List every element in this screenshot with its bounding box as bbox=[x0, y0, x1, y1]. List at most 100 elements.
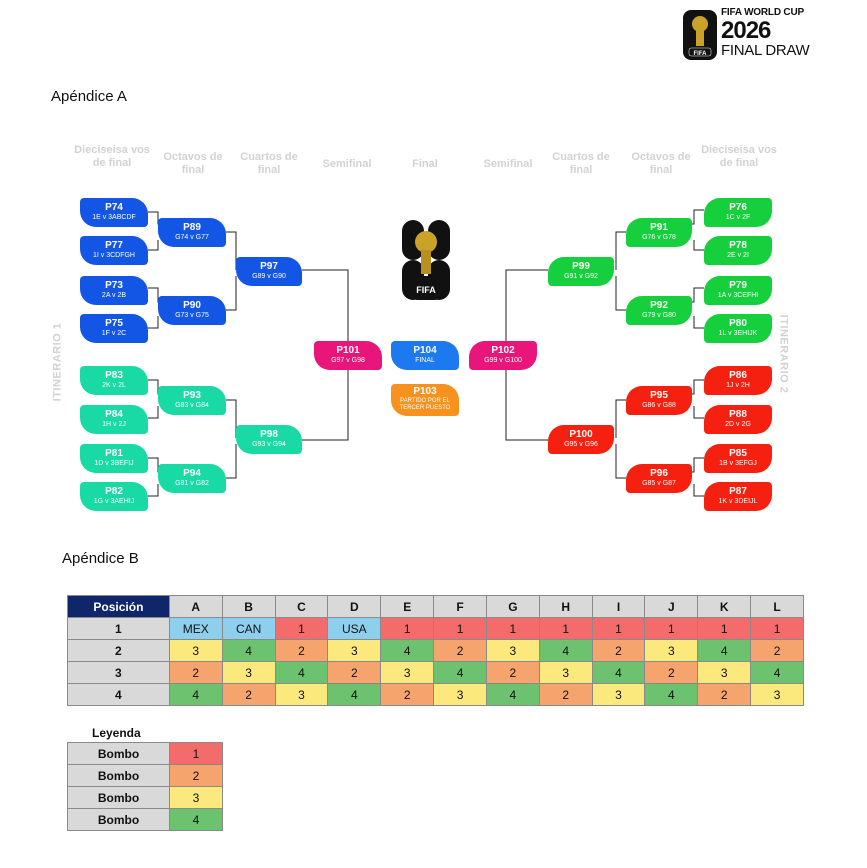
table-cell: 2 bbox=[538, 683, 593, 706]
table-cell: 2 bbox=[591, 639, 646, 662]
appendix-a-title: Apéndice A bbox=[51, 88, 127, 105]
col-head-r16-left: Octavos de final bbox=[163, 151, 223, 176]
table-cell: 1 bbox=[538, 617, 593, 640]
table-cell: 3 bbox=[591, 683, 646, 706]
group-header-l: L bbox=[750, 595, 804, 618]
position-header: Posición bbox=[67, 595, 170, 618]
table-cell: 4 bbox=[380, 639, 435, 662]
legend-label: Bombo bbox=[67, 808, 170, 831]
table-cell: 2 bbox=[750, 639, 804, 662]
table-cell: 1 bbox=[697, 617, 752, 640]
table-cell: 1 bbox=[485, 617, 540, 640]
appendix-b-title: Apéndice B bbox=[62, 550, 139, 567]
table-cell: 4 bbox=[750, 661, 804, 684]
group-header-a: A bbox=[168, 595, 223, 618]
group-header-f: F bbox=[433, 595, 487, 618]
group-header-k: K bbox=[697, 595, 752, 618]
col-head-r32-left: Dieciseisa vos de final bbox=[74, 144, 150, 169]
table-cell: 4 bbox=[697, 639, 752, 662]
table-cell: 3 bbox=[380, 661, 435, 684]
table-cell: 3 bbox=[485, 639, 540, 662]
col-head-final: Final bbox=[412, 158, 438, 170]
col-head-sf-left: Semifinal bbox=[322, 158, 372, 170]
table-cell: 4 bbox=[485, 683, 540, 706]
table-cell: 4 bbox=[274, 661, 329, 684]
table-cell: 1 bbox=[380, 617, 435, 640]
table-cell: 2 bbox=[168, 661, 223, 684]
group-header-c: C bbox=[274, 595, 329, 618]
group-header-h: H bbox=[538, 595, 593, 618]
table-cell: 4 bbox=[221, 639, 276, 662]
group-header-d: D bbox=[327, 595, 382, 618]
itinerario-2-label: ITINERARIO 2 bbox=[777, 314, 790, 394]
legend-label: Bombo bbox=[67, 786, 170, 809]
col-head-qf-right: Cuartos de final bbox=[552, 151, 610, 176]
table-cell: 2 bbox=[485, 661, 540, 684]
table-cell: 1 bbox=[644, 617, 699, 640]
group-header-j: J bbox=[644, 595, 699, 618]
table-cell: 3 bbox=[750, 683, 804, 706]
table-cell: 1 bbox=[750, 617, 804, 640]
legend-value: 2 bbox=[169, 764, 223, 787]
table-cell: 3 bbox=[274, 683, 329, 706]
table-cell: 2 bbox=[433, 639, 487, 662]
col-head-qf-left: Cuartos de final bbox=[240, 151, 298, 176]
table-cell: 1 bbox=[591, 617, 646, 640]
legend-label: Bombo bbox=[67, 742, 170, 765]
position-cell: 1 bbox=[67, 617, 170, 640]
table-cell: 3 bbox=[433, 683, 487, 706]
table-cell: 1 bbox=[433, 617, 487, 640]
table-cell: 1 bbox=[274, 617, 329, 640]
table-cell: 4 bbox=[591, 661, 646, 684]
table-cell: 4 bbox=[433, 661, 487, 684]
legend-value: 3 bbox=[169, 786, 223, 809]
group-header-g: G bbox=[485, 595, 540, 618]
table-cell: 2 bbox=[327, 661, 382, 684]
itinerario-1-label: ITINERARIO 1 bbox=[51, 322, 64, 402]
table-cell: 3 bbox=[327, 639, 382, 662]
legend-label: Bombo bbox=[67, 764, 170, 787]
trophy-logo-icon: FIFA bbox=[683, 10, 717, 60]
table-cell: CAN bbox=[221, 617, 276, 640]
table-cell: 2 bbox=[644, 661, 699, 684]
table-cell: 3 bbox=[221, 661, 276, 684]
trophy-text: FIFA bbox=[416, 285, 436, 295]
table-cell: 2 bbox=[221, 683, 276, 706]
col-head-r32-right: Dieciseisa vos de final bbox=[701, 144, 777, 169]
table-cell: 2 bbox=[380, 683, 435, 706]
